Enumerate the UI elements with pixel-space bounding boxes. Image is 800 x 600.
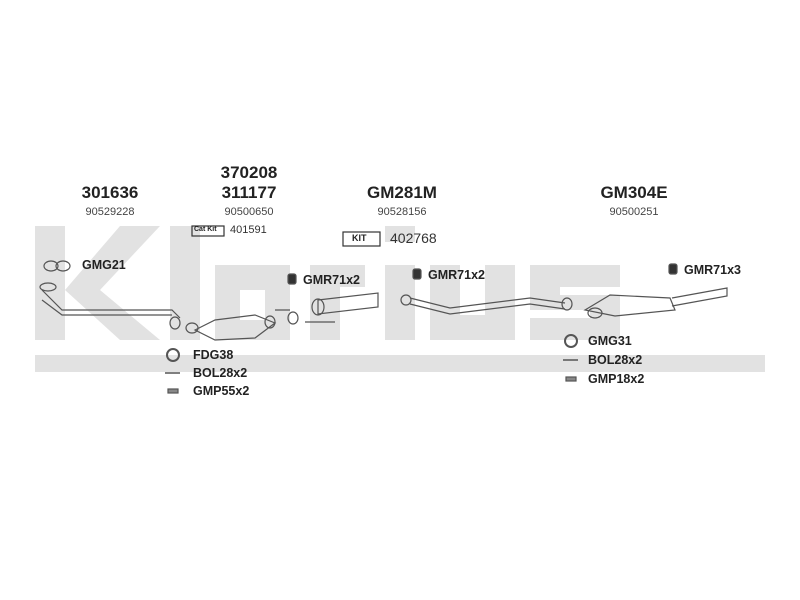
part-code: GM281M xyxy=(367,183,437,202)
oe-number: 90500650 xyxy=(224,206,274,218)
label-gmr71: GMR71x3 xyxy=(684,263,741,277)
kit-number: 402768 xyxy=(390,230,437,246)
oe-number: 90529228 xyxy=(85,206,135,218)
label-gmr71: GMR71x2 xyxy=(303,273,360,287)
label-gmg31: GMG31 xyxy=(588,334,632,348)
label-gmg21: GMG21 xyxy=(82,258,126,272)
part-code: GM304E xyxy=(600,183,668,202)
label-bol28: BOL28x2 xyxy=(193,366,248,380)
oe-number: 90528156 xyxy=(377,206,427,218)
oe-number: 90500251 xyxy=(609,206,659,218)
label-gmr71: GMR71x2 xyxy=(428,268,485,282)
label-gmp18: GMP18x2 xyxy=(588,372,645,386)
kit-badge: Cat Kit xyxy=(194,226,217,233)
kit-number: 401591 xyxy=(230,224,267,236)
exhaust-parts xyxy=(39,225,728,394)
label-bol28: BOL28x2 xyxy=(588,353,643,367)
label-fdg38: FDG38 xyxy=(193,348,234,362)
part-code: 301636 xyxy=(81,183,139,202)
label-gmp55: GMP55x2 xyxy=(193,384,250,398)
kit-badge: KIT xyxy=(352,233,367,243)
part-code: 370208 xyxy=(220,163,278,182)
part-code: 311177 xyxy=(221,183,277,202)
